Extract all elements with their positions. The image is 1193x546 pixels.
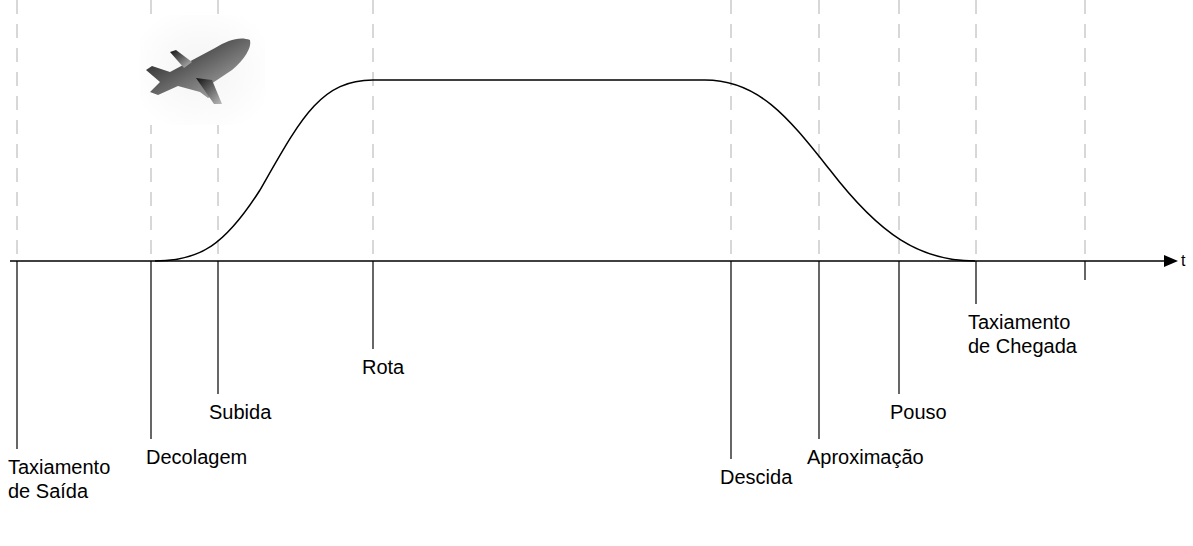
altitude-profile-curve — [155, 80, 975, 261]
phase-label: Subida — [209, 400, 271, 424]
phase-dashed-line — [819, 0, 820, 255]
phase-tick — [975, 261, 976, 304]
phase-label: Taxiamento de Saída — [8, 455, 128, 503]
phase-label: Decolagem — [146, 445, 247, 469]
airplane-icon — [146, 38, 250, 104]
phase-tick — [217, 261, 218, 394]
time-axis — [10, 260, 1166, 262]
phase-dashed-line — [899, 0, 900, 255]
axis-arrowhead — [1164, 255, 1178, 267]
phase-dashed-line — [1085, 0, 1086, 255]
phase-label: Taxiamento de Chegada — [968, 310, 1088, 358]
phase-tick — [898, 261, 899, 394]
phase-label: Descida — [720, 465, 792, 489]
axis-label: t — [1181, 252, 1185, 270]
phase-tick-lines — [17, 261, 1085, 459]
phase-tick — [730, 261, 731, 459]
phase-tick — [16, 261, 17, 449]
phase-label: Aproximação — [807, 445, 924, 469]
phase-label: Pouso — [890, 400, 947, 424]
plane-backdrop — [140, 15, 265, 125]
phase-dashed-line — [976, 0, 977, 255]
phase-dashed-line — [731, 0, 732, 255]
phase-dashed-line — [373, 0, 374, 255]
phase-tick — [150, 261, 151, 439]
phase-dashed-line — [17, 0, 18, 255]
phase-tick — [372, 261, 373, 349]
phase-label: Rota — [362, 355, 404, 379]
phase-dashed-lines — [17, 0, 1085, 255]
phase-tick — [818, 261, 819, 439]
phase-tick — [1084, 261, 1085, 280]
